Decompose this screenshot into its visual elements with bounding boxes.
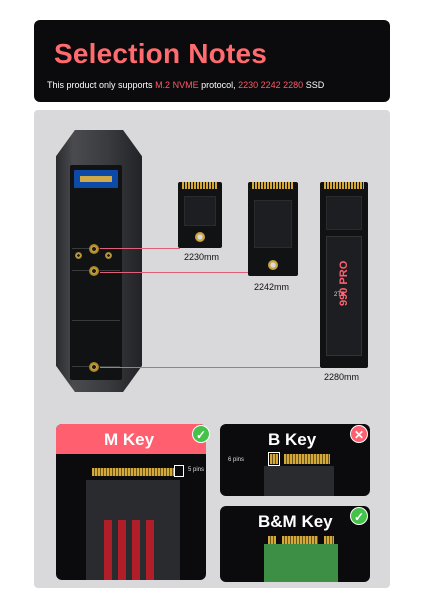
ssd-2230-image — [178, 182, 222, 248]
mount-hole — [195, 232, 205, 242]
screw-post-2230 — [89, 244, 99, 254]
leader-line-2280 — [100, 367, 320, 368]
m-key-panel: M Key 5 pins — [56, 424, 206, 580]
controller-chip — [326, 196, 362, 230]
heatsink-fin — [104, 520, 112, 580]
m-key-title: M Key — [104, 430, 155, 449]
divider — [72, 320, 120, 321]
nand-chip — [326, 236, 362, 356]
ssd-2242-image — [248, 182, 298, 276]
page-subtitle: This product only supports M.2 NVME prot… — [47, 80, 324, 90]
b-key-pins-label: 6 pins — [228, 457, 245, 463]
bm-key-gold-contacts — [324, 536, 334, 544]
m-key-pins-label: 5 pins — [188, 467, 205, 473]
screw-post-2242 — [89, 266, 99, 276]
header-banner: Selection Notes This product only suppor… — [34, 20, 390, 102]
screw-icon — [75, 252, 82, 259]
subtitle-text: SSD — [303, 80, 325, 90]
bm-key-panel: B&M Key — [220, 506, 370, 582]
size-label-2280: 2280mm — [324, 372, 360, 382]
gold-contacts — [252, 182, 294, 189]
gold-contacts — [324, 182, 364, 189]
protocol-highlight: M.2 NVME — [155, 80, 199, 90]
b-key-panel: B Key 6 pins — [220, 424, 370, 496]
heatsink-fin — [132, 520, 140, 580]
nand-chip — [184, 196, 216, 226]
mount-hole — [268, 260, 278, 270]
size-label-2230: 2230mm — [184, 252, 220, 262]
screw-post-2280 — [89, 362, 99, 372]
heatsink-fin — [146, 520, 154, 580]
size-label-2242: 2242mm — [254, 282, 290, 292]
leader-line-2242 — [100, 272, 250, 273]
subtitle-text: protocol, — [198, 80, 239, 90]
ssd-capacity-text: 2TB — [334, 292, 346, 298]
check-icon: ✓ — [350, 507, 368, 525]
leader-line-2230 — [100, 248, 180, 249]
screw-icon — [105, 252, 112, 259]
pin-highlight-box — [268, 452, 280, 466]
bm-key-title: B&M Key — [258, 512, 333, 531]
b-key-gold-contacts — [270, 454, 278, 464]
subtitle-text: This product only supports — [47, 80, 156, 90]
bm-key-gold-contacts — [268, 536, 276, 544]
bm-key-gold-contacts — [282, 536, 318, 544]
nand-chip — [254, 200, 292, 248]
page-title: Selection Notes — [54, 38, 268, 69]
gold-contacts — [182, 182, 218, 189]
pin-highlight-box — [174, 465, 184, 477]
m-key-gold-contacts — [92, 468, 174, 476]
b-key-title: B Key — [268, 430, 317, 449]
sizes-highlight: 2230 2242 2280 — [238, 80, 304, 90]
x-icon: ✕ — [350, 425, 368, 443]
ssd-model-text: 990 PRO — [338, 260, 350, 306]
m2-connector — [74, 170, 118, 188]
check-icon: ✓ — [192, 425, 210, 443]
b-key-gold-contacts — [284, 454, 330, 464]
m-key-header — [56, 424, 206, 454]
b-key-ssd-image — [264, 466, 334, 496]
ssd-2280-image: 2TB 990 PRO — [320, 182, 368, 368]
bm-key-ssd-image — [264, 544, 338, 582]
heatsink-fin — [118, 520, 126, 580]
